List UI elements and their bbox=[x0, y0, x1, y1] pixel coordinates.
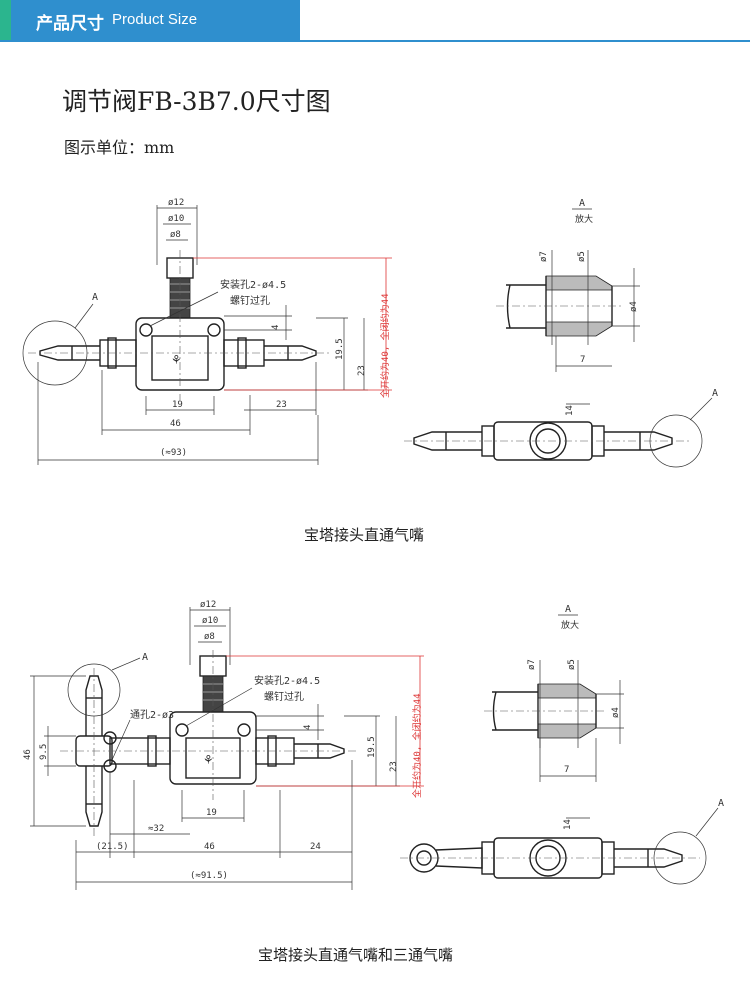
d1-dim-d10: ø10 bbox=[168, 214, 184, 224]
d1-dim-23v: 23 bbox=[357, 365, 367, 376]
d1-detail-d7: ø7 bbox=[539, 251, 549, 262]
d2-plan-14: 14 bbox=[563, 819, 573, 830]
drawing1-detail-a: A 放大 ø7 ø5 ø4 7 bbox=[496, 198, 640, 372]
d2-dim-46v: 46 bbox=[23, 749, 33, 760]
page-title: 调节阀FB-3B7.0尺寸图 bbox=[62, 87, 331, 116]
d1-plan-14: 14 bbox=[565, 405, 575, 416]
d2-dim-91-5: (≈91.5) bbox=[190, 871, 228, 881]
d1-dim-93: (≈93) bbox=[160, 448, 187, 458]
header-bar bbox=[0, 0, 300, 40]
d2-detail-7: 7 bbox=[564, 765, 569, 775]
svg-text:⚘: ⚘ bbox=[204, 752, 212, 768]
section-header: 产品尺寸 Product Size bbox=[0, 0, 750, 48]
drawing2-plan-view: 14 A bbox=[400, 798, 724, 885]
drawing1-front-view: ø12 ø10 ø8 ⚘ A 安装孔2-ø4.5 螺钉过孔 bbox=[22, 198, 392, 465]
d2-screw-label: 螺钉过孔 bbox=[264, 690, 304, 703]
header-title-en: Product Size bbox=[112, 11, 198, 28]
d1-dim-d8: ø8 bbox=[170, 230, 181, 240]
header-underline bbox=[0, 40, 750, 42]
d1-dim-23h: 23 bbox=[276, 400, 287, 410]
d2-detail-zoom: 放大 bbox=[561, 619, 579, 631]
d1-dim-19: 19 bbox=[172, 400, 183, 410]
d2-dim-23v: 23 bbox=[389, 761, 399, 772]
unit-note: 图示单位：mm bbox=[64, 138, 175, 157]
d1-plan-label-a: A bbox=[712, 388, 718, 399]
d1-detail-d4: ø4 bbox=[629, 301, 639, 312]
d2-dim-32: ≈32 bbox=[148, 824, 164, 834]
drawing2-detail-a: A 放大 ø7 ø5 ø4 7 bbox=[484, 604, 624, 782]
d2-detail-d5: ø5 bbox=[567, 659, 577, 670]
d2-dim-4: 4 bbox=[303, 725, 313, 730]
header-title-cn: 产品尺寸 bbox=[36, 14, 104, 34]
d1-dim-4: 4 bbox=[271, 325, 281, 330]
d2-dim-46: 46 bbox=[204, 842, 215, 852]
d1-front-label-a: A bbox=[92, 292, 98, 303]
d2-detail-d7: ø7 bbox=[527, 659, 537, 670]
d2-dim-19-5: 19.5 bbox=[367, 736, 377, 758]
d2-dim-d12: ø12 bbox=[200, 600, 216, 610]
d1-detail-zoom: 放大 bbox=[575, 213, 593, 225]
d2-dim-21-5: (21.5) bbox=[96, 842, 129, 852]
d2-dim-24: 24 bbox=[310, 842, 321, 852]
d1-detail-d5: ø5 bbox=[577, 251, 587, 262]
d2-open-close-note: 全开约为40, 全闭约为44 bbox=[411, 693, 423, 798]
drawing2-caption: 宝塔接头直通气嘴和三通气嘴 bbox=[258, 946, 454, 964]
d2-through-label: 通孔2-ø3 bbox=[130, 709, 174, 721]
d1-detail-7: 7 bbox=[580, 355, 585, 365]
svg-text:⚘: ⚘ bbox=[172, 352, 180, 368]
d2-front-label-a: A bbox=[142, 652, 148, 663]
d1-open-close-note: 全开约为40, 全闭约为44 bbox=[379, 293, 391, 398]
d1-hole-label: 安装孔2-ø4.5 bbox=[220, 278, 286, 291]
drawing1-plan-view: 14 A bbox=[404, 388, 718, 468]
d2-dim-19: 19 bbox=[206, 808, 217, 818]
d1-dim-d12: ø12 bbox=[168, 198, 184, 208]
d2-dim-9-5: 9.5 bbox=[39, 744, 49, 760]
d1-detail-label: A bbox=[579, 198, 585, 209]
d2-detail-label: A bbox=[565, 604, 571, 615]
drawing2-front-view: ø12 ø10 ø8 ⚘ A 通孔2-ø3 安装孔2-ø4.5 bbox=[23, 600, 424, 890]
d2-hole-label: 安装孔2-ø4.5 bbox=[254, 674, 320, 687]
d2-dim-d8: ø8 bbox=[204, 632, 215, 642]
header-accent bbox=[0, 0, 11, 40]
d2-plan-label-a: A bbox=[718, 798, 724, 809]
d2-detail-d4: ø4 bbox=[611, 707, 621, 718]
drawing1-caption: 宝塔接头直通气嘴 bbox=[304, 526, 425, 544]
d1-screw-label: 螺钉过孔 bbox=[230, 294, 270, 307]
d1-dim-46: 46 bbox=[170, 419, 181, 429]
d2-dim-d10: ø10 bbox=[202, 616, 218, 626]
d1-dim-19-5: 19.5 bbox=[335, 338, 345, 360]
